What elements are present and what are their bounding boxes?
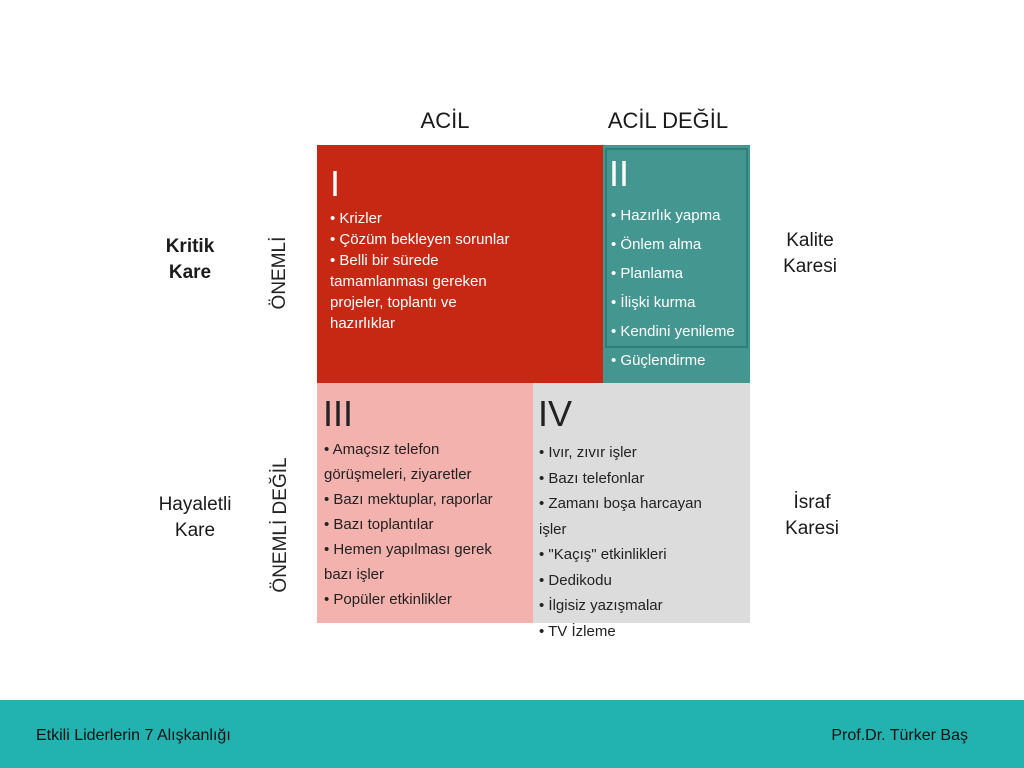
quadrant-item: • Krizler [330, 210, 382, 227]
side-label-quality: Kalite Karesi [783, 230, 837, 277]
quadrant-item: • Bazı toplantılar [324, 516, 434, 533]
quadrant-4-number: IV [538, 393, 573, 434]
quadrant-item: • TV İzleme [539, 622, 616, 640]
quadrant-item: • Ivır, zıvır işler [539, 444, 637, 461]
side-label-critical: Kritik Kare [165, 236, 215, 283]
quadrant-4-list: • Ivır, zıvır işler • Bazı telefonlar • Za… [539, 440, 749, 644]
quadrant-1-list: • Krizler • Çözüm bekleyen sorunlar • Bell… [330, 208, 600, 334]
quadrant-item: • Önlem alma [611, 236, 702, 253]
quadrant-2-frame [605, 148, 748, 348]
quadrant-3-number: III [323, 393, 354, 434]
column-header-not-urgent: ACİL DEĞİL [607, 108, 729, 133]
quadrant-item: işler [539, 520, 567, 538]
quadrant-item: • Bazı mektuplar, raporlar [324, 491, 493, 508]
quadrant-item: • Bazı telefonlar [539, 469, 645, 487]
quadrant-item: • Popüler etkinlikler [324, 591, 452, 608]
quadrant-item: • Güçlendirme [611, 352, 706, 369]
quadrant-item: • "Kaçış" etkinlikleri [539, 546, 667, 563]
quadrant-item: • Hazırlık yapma [611, 207, 721, 224]
quadrant-item: • Belli bir sürede [330, 252, 439, 269]
quadrant-1-number: I [330, 163, 341, 204]
quadrant-item: • İlişki kurma [611, 294, 696, 311]
quadrant-item: projeler, toplantı ve [330, 294, 457, 311]
side-label-waste: İsraf Karesi [785, 492, 839, 539]
quadrant-item: bazı işler [324, 566, 385, 583]
footer-bar [0, 700, 1024, 768]
quadrant-2-number: II [609, 153, 630, 194]
quadrant-3 [317, 383, 533, 623]
footer-title: Etkili Liderlerin 7 Alışkanlığı [36, 727, 231, 744]
column-header-urgent: ACİL [420, 108, 470, 133]
quadrant-item: • Dedikodu [539, 571, 612, 589]
quadrant-item: tamamlanması gereken [330, 273, 487, 290]
quadrant-4 [533, 383, 750, 623]
quadrant-item: • Çözüm bekleyen sorunlar [330, 231, 510, 248]
quadrant-3-list: • Amaçsız telefon görüşmeleri, ziyaretler… [324, 437, 529, 612]
quadrant-2-list: • Hazırlık yapma • Önlem alma • Planlama • … [611, 201, 791, 375]
footer-author: Prof.Dr. Türker Baş [831, 727, 968, 744]
row-label-important: ÖNEMLİ [269, 236, 290, 310]
quadrant-item: hazırlıklar [330, 315, 396, 332]
quadrant-item: • Zamanı boşa harcayan [539, 495, 702, 512]
quadrant-item: görüşmeleri, ziyaretler [324, 466, 472, 483]
quadrant-item: • Hemen yapılması gerek [324, 541, 492, 558]
quadrant-item: • Amaçsız telefon [324, 441, 440, 458]
quadrant-1 [317, 145, 604, 383]
quadrant-item: • Planlama [611, 265, 683, 282]
row-label-not-important: ÖNEMLİ DEĞİL [270, 457, 291, 593]
quadrant-2 [603, 145, 750, 383]
side-label-ghost: Hayaletli Kare [158, 494, 232, 541]
quadrant-item: • İlgisiz yazışmalar [539, 597, 663, 614]
quadrant-item: • Kendini yenileme [611, 323, 735, 340]
